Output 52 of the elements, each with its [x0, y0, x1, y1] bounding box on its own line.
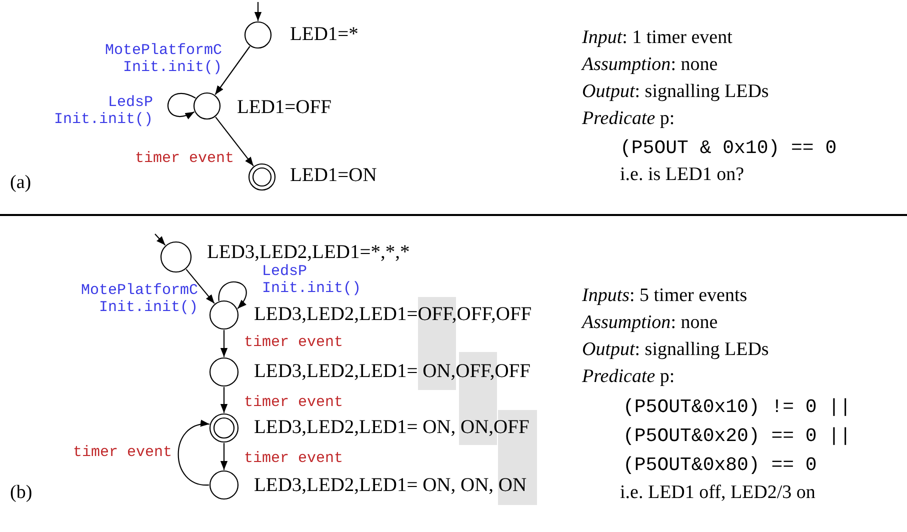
arrow	[178, 420, 210, 486]
state-circle	[209, 300, 239, 330]
text-line: i.e. is LED1 on?	[620, 164, 744, 186]
edge-label: MotePlatformC Init.init()	[80, 282, 198, 316]
arrow	[218, 281, 247, 309]
arrow	[220, 330, 228, 357]
state-circle	[193, 92, 221, 120]
state-circle	[209, 470, 239, 500]
arrow	[215, 116, 254, 166]
edge-label: timer event	[244, 394, 344, 411]
text-line: Assumption: none	[582, 54, 718, 76]
state-label: LED3,LED2,LED1=*,*,*	[207, 243, 410, 263]
edge-label: timer event	[134, 150, 234, 167]
edge-label: timer event	[72, 444, 172, 461]
text-line: (b)	[10, 482, 32, 504]
code-line: (P5OUT&0x10) != 0 ||	[623, 396, 852, 418]
text-line: i.e. LED1 off, LED2/3 on	[620, 482, 816, 504]
final-state-circle	[248, 163, 276, 191]
arrow	[220, 387, 228, 413]
edge-label: LedsP Init.init()	[52, 94, 153, 128]
arrow	[168, 93, 196, 119]
arrow	[214, 46, 250, 95]
arrow	[154, 234, 166, 246]
arrow	[220, 443, 228, 470]
state-label: LED3,LED2,LED1= ON, ON,OFF	[254, 418, 530, 438]
state-label: LED1=OFF	[237, 98, 332, 118]
text-line: Output: signalling LEDs	[582, 339, 769, 361]
state-circle	[244, 21, 272, 49]
edge-label: timer event	[244, 334, 344, 351]
edge-label: LedsP Init.init()	[262, 263, 362, 297]
edge-label: MotePlatformC Init.init()	[104, 42, 222, 76]
text-line: Predicate p:	[582, 108, 675, 130]
final-state-circle	[209, 413, 239, 443]
edge-label: timer event	[244, 450, 344, 467]
arrow	[186, 268, 215, 304]
text-line: Inputs: 5 timer events	[582, 285, 748, 307]
state-label: LED3,LED2,LED1=OFF,OFF,OFF	[254, 305, 532, 325]
code-line: (P5OUT&0x20) == 0 ||	[623, 425, 852, 447]
state-circle	[160, 241, 192, 273]
state-label: LED1=ON	[290, 166, 377, 186]
text-line: (a)	[10, 172, 32, 194]
text-line: Assumption: none	[582, 312, 718, 334]
text-line: Output: signalling LEDs	[582, 81, 769, 103]
text-line: Input: 1 timer event	[582, 27, 732, 49]
code-line: (P5OUT&0x80) == 0	[623, 454, 817, 476]
state-label: LED3,LED2,LED1= ON,OFF,OFF	[254, 362, 530, 382]
text-line: Predicate p:	[582, 366, 675, 388]
state-label: LED3,LED2,LED1= ON, ON, ON	[254, 476, 527, 496]
state-label: LED1=*	[290, 25, 358, 45]
state-circle	[209, 357, 239, 387]
code-line: (P5OUT & 0x10) == 0	[620, 137, 837, 159]
arrow	[254, 2, 262, 21]
